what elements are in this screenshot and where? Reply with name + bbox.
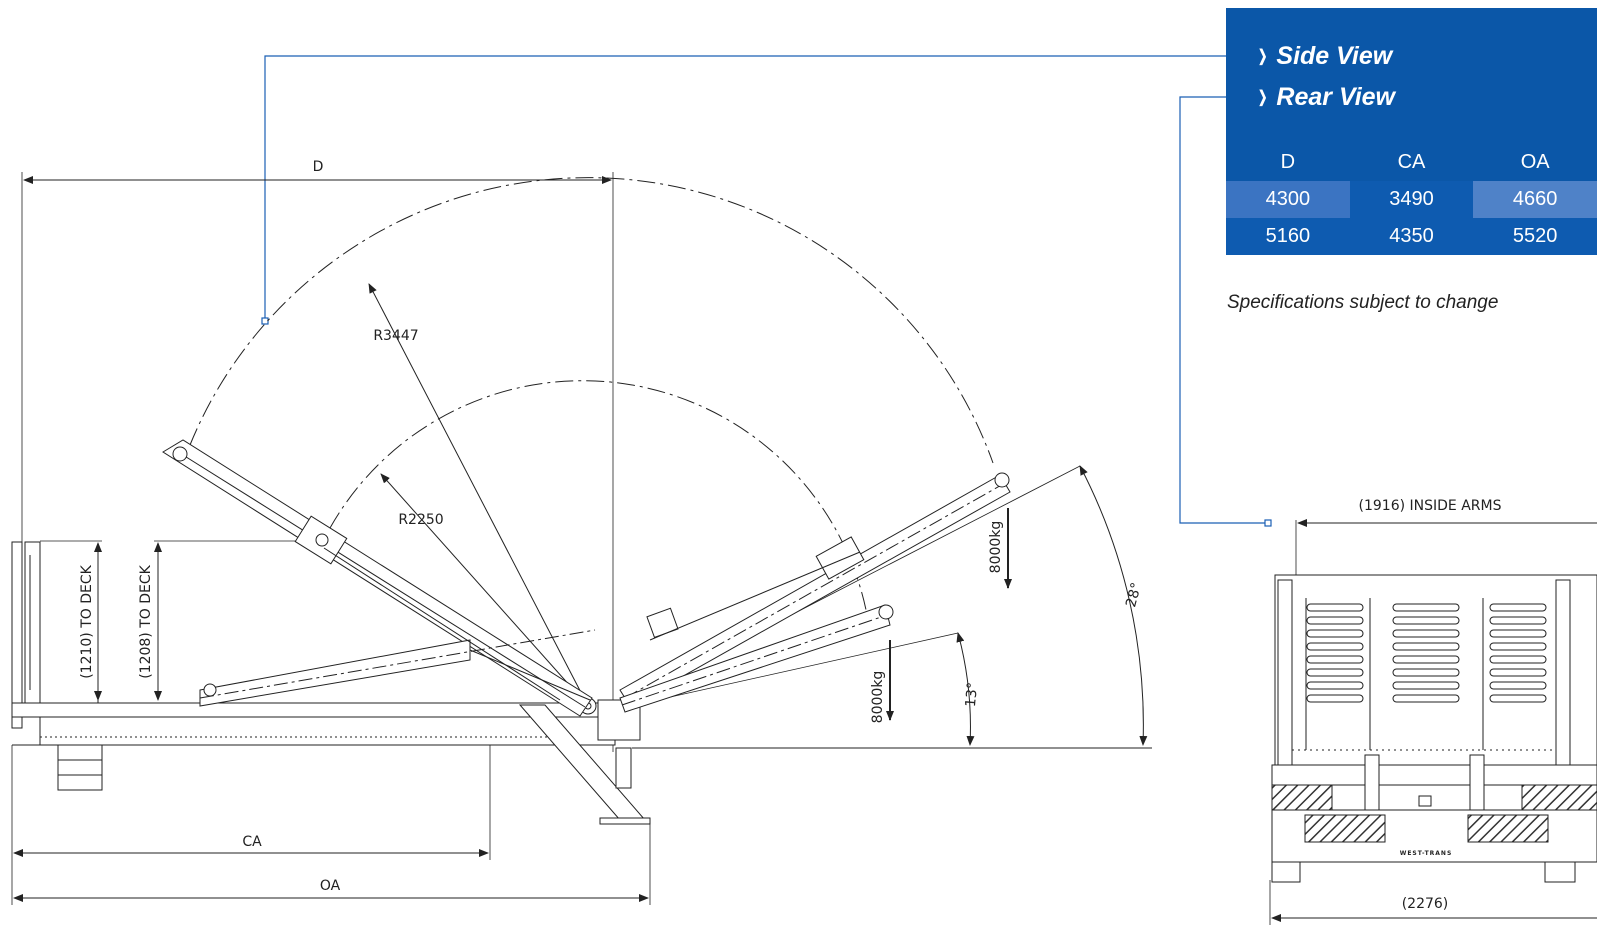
chevron-right-icon: ❯ bbox=[1258, 48, 1268, 65]
view-menu: ❯ Side View ❯ Rear View bbox=[1226, 8, 1597, 144]
side-view-label: Side View bbox=[1276, 42, 1393, 70]
spec-table: D CA OA 4300 3490 4660 5160 4350 5520 bbox=[1226, 144, 1597, 255]
spec-note: Specifications subject to change bbox=[1227, 292, 1499, 313]
rear-view-label: Rear View bbox=[1276, 83, 1395, 111]
inside-arms-label: (1916) INSIDE ARMS bbox=[1359, 498, 1502, 514]
side-view-labels: D CA OA R3447 R2250 (1210) TO DECK (1208… bbox=[79, 159, 1145, 894]
radius-inner-label: R2250 bbox=[398, 512, 443, 528]
header-oa: OA bbox=[1473, 144, 1597, 181]
deck-height-1-label: (1210) TO DECK bbox=[79, 564, 95, 678]
dim-oa-label: OA bbox=[320, 878, 341, 894]
chevron-right-icon: ❯ bbox=[1258, 89, 1268, 106]
brand-label: WEST-TRANS bbox=[1400, 850, 1453, 857]
header-d: D bbox=[1226, 144, 1350, 181]
table-row: 4300 3490 4660 bbox=[1226, 181, 1597, 218]
radius-outer-label: R3447 bbox=[373, 328, 418, 344]
load-1-label: 8000kg bbox=[988, 521, 1004, 574]
dim-ca-label: CA bbox=[242, 834, 262, 850]
cell-d: 4300 bbox=[1226, 181, 1350, 218]
side-view-link[interactable]: ❯ Side View bbox=[1226, 36, 1597, 77]
rear-view-link[interactable]: ❯ Rear View bbox=[1226, 77, 1597, 118]
dim-d-label: D bbox=[313, 159, 324, 175]
cell-oa: 5520 bbox=[1473, 218, 1597, 255]
cell-d: 5160 bbox=[1226, 218, 1350, 255]
spec-table-header: D CA OA bbox=[1226, 144, 1597, 181]
rear-view-drawing bbox=[1269, 519, 1597, 925]
cell-ca: 3490 bbox=[1349, 181, 1474, 218]
vent-slots bbox=[1306, 603, 1547, 703]
angle-2-label: 13° bbox=[963, 682, 981, 708]
cell-ca: 4350 bbox=[1349, 218, 1474, 255]
cell-oa: 4660 bbox=[1473, 181, 1597, 218]
deck-height-2-label: (1208) TO DECK bbox=[138, 564, 154, 678]
dimension-d bbox=[21, 172, 614, 752]
arc-inner-r2250 bbox=[329, 380, 869, 621]
load-2-label: 8000kg bbox=[870, 671, 886, 724]
callout-rear-view bbox=[1179, 96, 1272, 527]
spec-panel: ❯ Side View ❯ Rear View D CA OA 4300 349… bbox=[1226, 8, 1597, 255]
table-row: 5160 4350 5520 bbox=[1226, 218, 1597, 255]
overall-width-label: (2276) bbox=[1402, 896, 1449, 912]
callout-side-view bbox=[261, 55, 1226, 325]
rear-view-labels: (1916) INSIDE ARMS (2276) WEST-TRANS bbox=[1359, 498, 1502, 912]
angle-1-label: 28° bbox=[1123, 581, 1145, 609]
arc-outer-r3447 bbox=[189, 177, 994, 464]
side-view-drawing bbox=[11, 172, 1152, 905]
header-ca: CA bbox=[1349, 144, 1474, 181]
